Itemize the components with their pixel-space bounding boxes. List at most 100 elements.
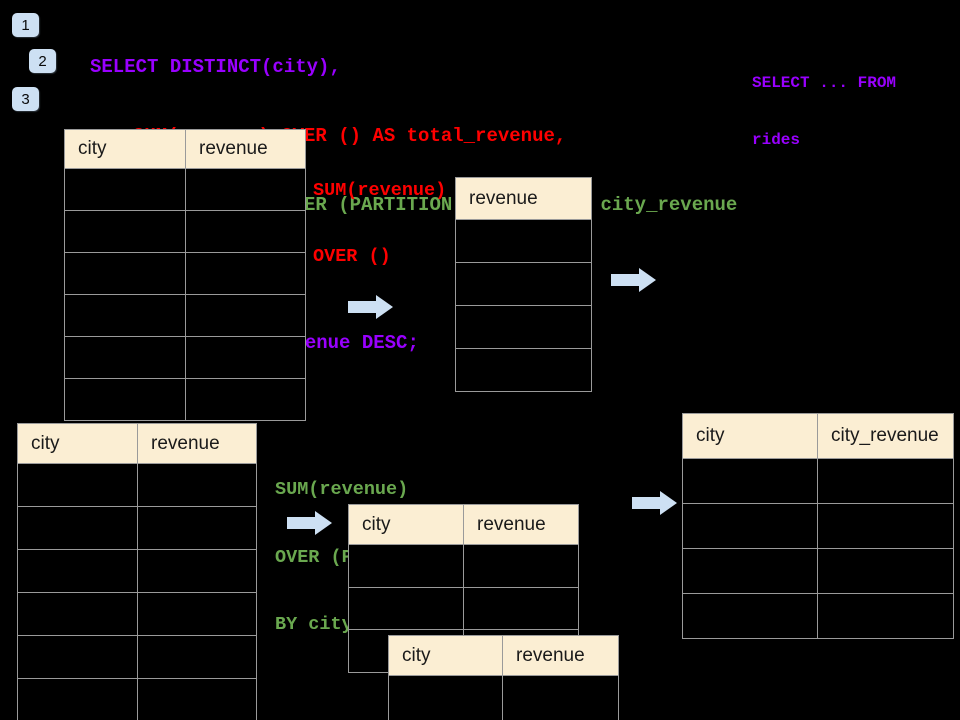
column-header-revenue: revenue <box>199 138 268 159</box>
empty-cell <box>65 211 186 252</box>
empty-cell <box>186 253 305 294</box>
empty-row <box>683 458 953 503</box>
column-header-city: city <box>65 130 186 168</box>
flow-arrow-from-total-result <box>611 268 656 292</box>
empty-cell <box>349 545 464 587</box>
empty-cell <box>464 587 578 629</box>
column-header-city: city <box>389 636 503 675</box>
empty-cell <box>186 295 305 336</box>
empty-cell <box>683 504 818 548</box>
empty-row <box>18 549 256 592</box>
arrow-shaft <box>348 301 377 313</box>
empty-row <box>456 219 591 262</box>
empty-cell <box>65 169 186 210</box>
empty-cell <box>683 459 818 503</box>
empty-row <box>65 252 305 294</box>
empty-cell <box>138 636 256 678</box>
empty-row <box>65 378 305 420</box>
empty-cell <box>818 594 953 638</box>
empty-cell <box>186 337 305 378</box>
empty-cell <box>456 349 591 391</box>
empty-cell <box>186 379 305 420</box>
empty-row <box>65 168 305 210</box>
empty-cell <box>456 306 591 348</box>
step-badge-3: 3 <box>12 87 39 111</box>
column-header-revenue: revenue <box>477 513 546 535</box>
empty-cell <box>18 679 138 720</box>
empty-cell <box>464 545 578 587</box>
empty-cell <box>683 549 818 593</box>
table-city-revenue-result: city city_revenue <box>682 413 954 639</box>
step-badge-2: 2 <box>29 49 56 73</box>
empty-row <box>65 294 305 336</box>
empty-row <box>683 593 953 638</box>
column-header-revenue: revenue <box>151 432 220 454</box>
label-total-line-1: SUM(revenue) <box>313 180 447 201</box>
empty-cell <box>389 676 503 720</box>
table-header-row: city revenue <box>18 424 256 463</box>
table-header-row: city revenue <box>349 505 578 544</box>
empty-row <box>18 635 256 678</box>
label-total-line-2: OVER () <box>313 246 391 267</box>
table-partition-overlay: city revenue <box>388 635 619 720</box>
empty-cell <box>456 220 591 262</box>
arrow-head-icon <box>376 295 393 319</box>
column-header-city: city <box>18 424 138 463</box>
table-header-row: revenue <box>456 178 591 219</box>
empty-row <box>65 336 305 378</box>
empty-cell <box>456 263 591 305</box>
empty-cell <box>65 337 186 378</box>
empty-cell <box>18 507 138 549</box>
empty-cell <box>138 593 256 635</box>
empty-cell <box>18 550 138 592</box>
step-badge-1: 1 <box>12 13 39 37</box>
empty-cell <box>186 211 305 252</box>
empty-cell <box>818 504 953 548</box>
empty-cell <box>138 507 256 549</box>
arrow-shaft <box>632 497 661 509</box>
empty-cell <box>138 679 256 720</box>
arrow-shaft <box>611 274 640 286</box>
table-header-row: city revenue <box>65 130 305 168</box>
empty-row <box>18 506 256 549</box>
column-header-city: city <box>683 414 818 458</box>
empty-cell <box>65 253 186 294</box>
empty-row <box>65 210 305 252</box>
column-header-revenue: revenue <box>516 644 585 666</box>
empty-cell <box>503 676 618 720</box>
column-header-city_revenue: city_revenue <box>831 425 939 446</box>
table-total-revenue-result: revenue <box>455 177 592 392</box>
empty-row <box>683 548 953 593</box>
empty-cell <box>349 587 464 629</box>
empty-row <box>456 305 591 348</box>
side-note-line-1: SELECT ... FROM <box>752 74 897 92</box>
empty-cell <box>818 459 953 503</box>
arrow-head-icon <box>639 268 656 292</box>
flow-arrow-to-total-result <box>348 295 393 319</box>
empty-row <box>18 463 256 506</box>
arrow-head-icon <box>660 491 677 515</box>
empty-cell <box>65 295 186 336</box>
empty-cell <box>65 379 186 420</box>
side-note-select-from-rides: SELECT ... FROM rides <box>752 36 896 188</box>
empty-row <box>456 348 591 391</box>
empty-cell <box>18 464 138 506</box>
sql-line-select: SELECT DISTINCT(city), <box>90 56 341 78</box>
arrow-head-icon <box>315 511 332 535</box>
flow-arrow-to-city-revenue-result <box>632 491 677 515</box>
label-sum-over-total: SUM(revenue) OVER () <box>313 136 446 312</box>
empty-row <box>389 675 618 720</box>
column-header-revenue: revenue <box>469 187 538 209</box>
empty-cell <box>683 594 818 638</box>
arrow-shaft <box>287 517 316 529</box>
empty-cell <box>138 464 256 506</box>
side-note-line-2: rides <box>752 131 801 149</box>
label-partition-line-1: SUM(revenue) <box>275 479 409 500</box>
empty-cell <box>186 169 305 210</box>
column-header-city: city <box>349 505 464 544</box>
table-header-row: city city_revenue <box>683 414 953 458</box>
empty-row <box>349 544 578 587</box>
empty-cell <box>18 593 138 635</box>
empty-row <box>683 503 953 548</box>
table-source-top: city revenue <box>64 129 306 421</box>
